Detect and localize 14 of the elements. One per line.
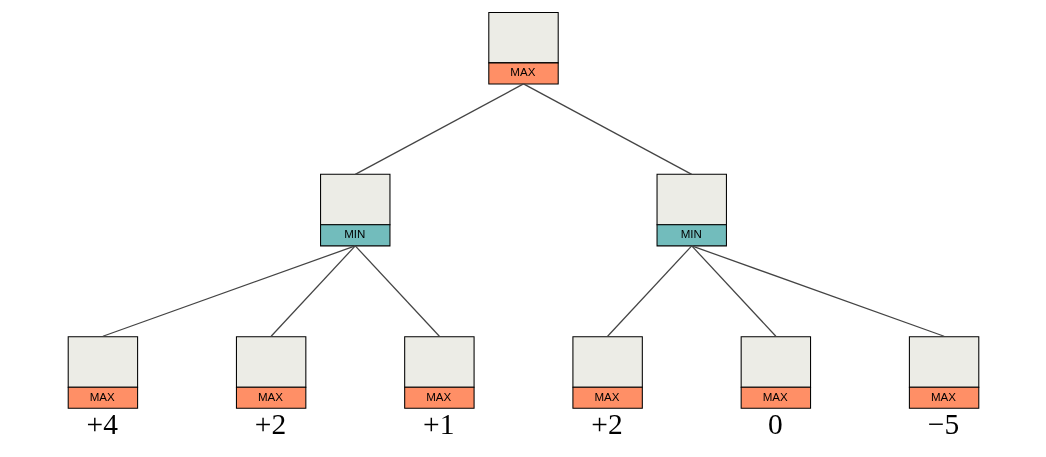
node-label: −5 [927, 407, 959, 440]
connector [354, 83, 524, 175]
node-label: +4 [86, 407, 118, 440]
connector [101, 245, 356, 337]
node-label: 0 [767, 407, 783, 440]
connector [690, 245, 776, 337]
connector [522, 83, 692, 175]
connector [354, 245, 440, 337]
connector [270, 245, 356, 337]
node-label: +2 [590, 407, 623, 440]
node-label: +2 [254, 407, 286, 440]
connector [606, 245, 692, 337]
node-label: +1 [422, 407, 454, 440]
connector [690, 245, 945, 337]
